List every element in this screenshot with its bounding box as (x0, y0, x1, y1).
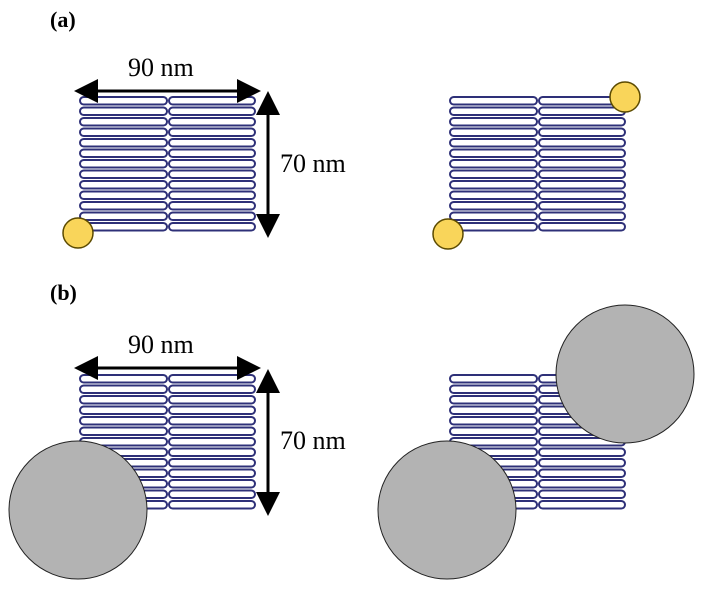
origami-strand-loop (79, 374, 168, 384)
width-label: 90 nm (128, 53, 194, 82)
origami-strand-loop (538, 201, 626, 211)
origami-strand-loop (449, 106, 538, 116)
large-particle (377, 440, 517, 580)
origami-strand-loop (168, 201, 256, 211)
origami-strand-loop (79, 159, 168, 169)
origami-strand-loop (449, 416, 538, 426)
origami-strand-loop (449, 96, 538, 106)
origami-strand-loop (449, 148, 538, 158)
origami-strand-loop (79, 426, 168, 436)
origami-strand-loop (168, 468, 256, 478)
panel-a-label: (a) (50, 7, 76, 32)
origami-strand-loop (449, 159, 538, 169)
origami-strand-loop (538, 500, 626, 510)
origami-strand-loop (168, 159, 256, 169)
origami-strand-loop (168, 426, 256, 436)
origami-strand-loop (538, 159, 626, 169)
origami-strand-loop (538, 190, 626, 200)
origami-strand-loop (79, 416, 168, 426)
origami-strand-loop (449, 117, 538, 127)
origami-strand-loop (449, 395, 538, 405)
origami-strand-loop (449, 384, 538, 394)
origami-strand-loop (449, 190, 538, 200)
small-gold-particle (609, 81, 641, 113)
dna-origami-tile (449, 96, 626, 232)
origami-strand-loop (449, 426, 538, 436)
origami-strand-loop (168, 384, 256, 394)
origami-strand-loop (79, 106, 168, 116)
origami-strand-loop (168, 222, 256, 232)
origami-strand-loop (538, 489, 626, 499)
origami-strand-loop (168, 138, 256, 148)
origami-strand-loop (79, 405, 168, 415)
origami-strand-loop (168, 106, 256, 116)
large-particle (8, 440, 148, 580)
origami-strand-loop (79, 138, 168, 148)
origami-strand-loop (449, 127, 538, 137)
origami-strand-loop (538, 447, 626, 457)
width-label: 90 nm (128, 330, 194, 359)
small-gold-particle (432, 218, 464, 250)
panel-b-label: (b) (50, 280, 77, 305)
dna-origami-tile (79, 96, 256, 232)
origami-strand-loop (79, 201, 168, 211)
origami-strand-loop (538, 211, 626, 221)
origami-strand-loop (168, 405, 256, 415)
origami-strand-loop (168, 447, 256, 457)
origami-strand-loop (168, 169, 256, 179)
origami-strand-loop (168, 127, 256, 137)
origami-strand-loop (538, 169, 626, 179)
origami-strand-loop (168, 180, 256, 190)
origami-strand-loop (449, 211, 538, 221)
origami-strand-loop (449, 201, 538, 211)
origami-strand-loop (168, 374, 256, 384)
origami-strand-loop (168, 148, 256, 158)
origami-strand-loop (538, 106, 626, 116)
origami-strand-loop (79, 180, 168, 190)
origami-strand-loop (79, 169, 168, 179)
origami-strand-loop (538, 222, 626, 232)
origami-strand-loop (168, 479, 256, 489)
origami-strand-loop (449, 169, 538, 179)
origami-strand-loop (538, 117, 626, 127)
origami-strand-loop (449, 180, 538, 190)
height-label: 70 nm (280, 426, 346, 455)
origami-strand-loop (538, 148, 626, 158)
origami-strand-loop (79, 148, 168, 158)
origami-strand-loop (538, 180, 626, 190)
origami-strand-loop (79, 211, 168, 221)
origami-strand-loop (538, 458, 626, 468)
origami-strand-loop (168, 190, 256, 200)
height-label: 70 nm (280, 149, 346, 178)
origami-strand-loop (79, 395, 168, 405)
origami-strand-loop (449, 374, 538, 384)
origami-strand-loop (168, 416, 256, 426)
origami-strand-loop (168, 96, 256, 106)
origami-strand-loop (449, 405, 538, 415)
origami-strand-loop (79, 384, 168, 394)
origami-strand-loop (168, 458, 256, 468)
origami-strand-loop (79, 127, 168, 137)
origami-strand-loop (168, 489, 256, 499)
origami-strand-loop (538, 127, 626, 137)
small-gold-particle (62, 217, 94, 249)
origami-strand-loop (168, 117, 256, 127)
origami-strand-loop (449, 138, 538, 148)
origami-strand-loop (168, 437, 256, 447)
origami-strand-loop (79, 117, 168, 127)
origami-strand-loop (168, 500, 256, 510)
origami-strand-loop (168, 395, 256, 405)
origami-strand-loop (168, 211, 256, 221)
origami-strand-loop (538, 468, 626, 478)
origami-strand-loop (538, 479, 626, 489)
origami-strand-loop (79, 96, 168, 106)
large-particle (555, 304, 695, 444)
origami-strand-loop (538, 138, 626, 148)
origami-strand-loop (79, 190, 168, 200)
